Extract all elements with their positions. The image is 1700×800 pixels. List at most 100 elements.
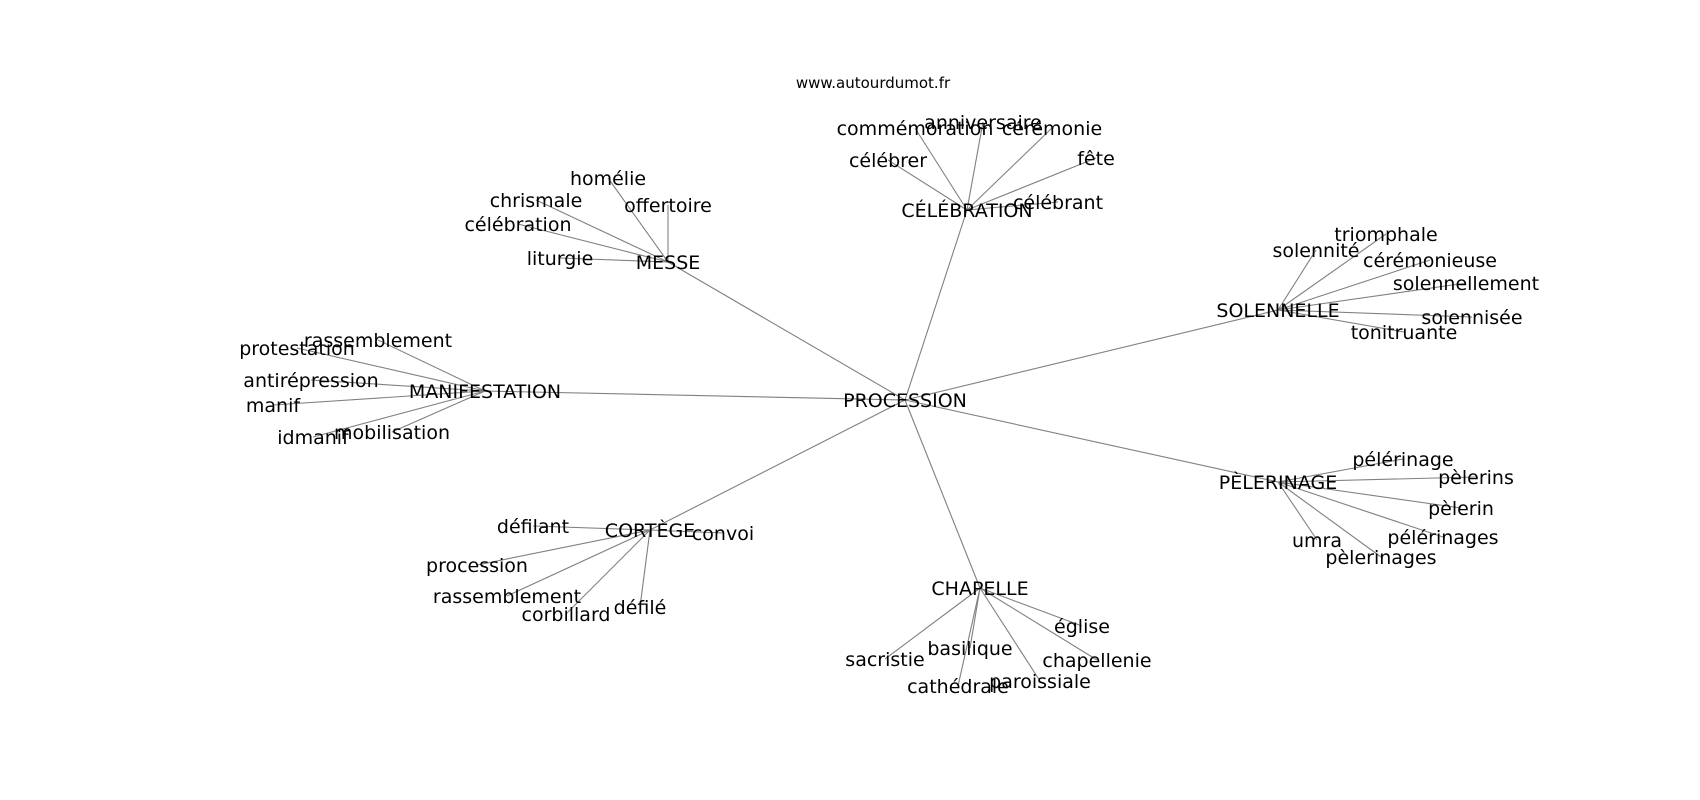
leaf-label-liturgie: liturgie: [527, 248, 594, 270]
edge-messe-chrismale: [535, 199, 669, 263]
center-label: PROCESSION: [843, 390, 967, 412]
edge-cortege-procession: [476, 529, 651, 566]
leaf-label-pelerin: pèlerin: [1428, 498, 1494, 520]
leaf-label-mobilisation: mobilisation: [334, 422, 450, 444]
edge-chapelle-eglise: [979, 587, 1083, 627]
edge-solennelle-ceremonieuse: [1277, 259, 1431, 311]
leaf-label-ceremonie: cérémonie: [1002, 118, 1102, 140]
edge-messe-liturgie: [559, 257, 669, 263]
leaf-label-chrismale: chrismale: [490, 190, 583, 212]
edge-celebration-commemoration: [914, 127, 968, 211]
edge-celebration-fete: [966, 157, 1097, 211]
edge-solennelle-solennellement: [1277, 282, 1467, 311]
edge-manifestation-rassemblement: [377, 339, 486, 392]
leaf-label-pelerinage: pélérinage: [1352, 449, 1453, 471]
edge-pelerinage-umra: [1277, 481, 1318, 541]
leaf-label-solennite: solennité: [1273, 240, 1360, 262]
edge-chapelle-sacristie: [884, 587, 981, 660]
leaf-label-defilant: défilant: [497, 516, 569, 538]
edge-solennelle-tonitruante: [1277, 309, 1405, 333]
leaf-label-solennellement: solennellement: [1393, 273, 1539, 295]
leaf-label-celebration: célébration: [464, 214, 571, 236]
edge-chapelle-chapellenie: [979, 587, 1098, 661]
edge-solennelle-solennite: [1277, 249, 1317, 311]
leaf-label-protestation: protestation: [239, 338, 355, 360]
leaf-label-fete: fête: [1077, 148, 1115, 170]
edge-manifestation-protestation: [296, 347, 486, 392]
edge-cortege-corbillard: [565, 529, 651, 615]
edge-cortege-defilant: [532, 525, 651, 531]
leaf-label-offertoire: offertoire: [624, 195, 712, 217]
edge-cortege-rassemblement: [506, 529, 651, 597]
edge-messe-homelie: [607, 177, 669, 263]
leaf-label-procession: procession: [426, 555, 528, 577]
leaf-label-pelerinages: pèlerinages: [1325, 547, 1436, 569]
leaf-label-triomphale: triomphale: [1334, 224, 1437, 246]
edge-center-pelerinage: [904, 399, 1279, 483]
edge-celebration-celebrant: [966, 201, 1059, 211]
edge-center-celebration: [904, 209, 968, 401]
cluster-label-manifestation: MANIFESTATION: [409, 381, 561, 403]
leaf-label-sacristie: sacristie: [845, 649, 924, 671]
edge-celebration-anniversaire: [966, 121, 984, 211]
edge-manifestation-manif: [272, 390, 486, 406]
edge-solennelle-solennisee: [1277, 309, 1473, 318]
leaf-label-celebrer: célébrer: [849, 150, 927, 172]
leaf-label-corbillard: corbillard: [522, 604, 611, 626]
edge-manifestation-mobilisation: [391, 390, 486, 433]
edge-chapelle-cathedrale: [957, 587, 981, 687]
edge-center-messe: [667, 261, 906, 401]
edge-pelerinage-pelerinage: [1277, 458, 1404, 483]
cluster-label-chapelle: CHAPELLE: [931, 578, 1028, 600]
leaf-label-basilique: basilique: [927, 638, 1012, 660]
leaf-label-antirepression: antirépression: [243, 370, 378, 392]
edge-celebration-ceremonie: [966, 127, 1053, 211]
edge-manifestation-antirepression: [310, 379, 486, 392]
cluster-label-pelerinage: PÈLERINAGE: [1219, 471, 1337, 494]
edge-manifestation-idmanif: [312, 390, 486, 438]
edge-center-chapelle: [904, 399, 981, 589]
leaf-label-tonitruante: tonitruante: [1351, 322, 1458, 344]
leaf-label-convoi: convoi: [692, 523, 754, 545]
leaf-label-commemoration: commémoration: [837, 118, 994, 140]
leaf-label-ceremonieuse: cérémonieuse: [1363, 250, 1497, 272]
edge-celebration-celebrer: [887, 159, 968, 211]
edge-pelerinage-pelerinages: [1277, 481, 1444, 538]
leaf-label-pelerins: pèlerins: [1438, 467, 1514, 489]
edge-chapelle-basilique: [969, 587, 981, 649]
leaf-label-idmanif: idmanif: [277, 427, 350, 449]
edge-pelerinage-pelerin: [1277, 481, 1462, 509]
cluster-label-celebration: CÉLÉBRATION: [901, 199, 1032, 222]
leaf-label-rassemblement: rassemblement: [433, 586, 581, 608]
edge-pelerinage-pelerinages: [1277, 481, 1382, 558]
leaf-label-chapellenie: chapellenie: [1042, 650, 1151, 672]
leaf-label-solennisee: solennisée: [1421, 307, 1522, 329]
cluster-label-solennelle: SOLENNELLE: [1216, 300, 1339, 322]
cluster-label-messe: MESSE: [636, 252, 701, 274]
leaf-label-eglise: église: [1054, 616, 1110, 638]
edge-pelerinage-pelerins: [1277, 476, 1477, 483]
leaf-label-umra: umra: [1292, 530, 1342, 552]
edge-center-solennelle: [904, 309, 1279, 401]
leaf-label-pelerinages: pélérinages: [1387, 527, 1498, 549]
graph-edges: [272, 121, 1477, 687]
edge-center-manifestation: [484, 390, 906, 401]
leaf-label-paroissiale: paroissiale: [989, 671, 1091, 693]
leaf-label-defile: défilé: [614, 597, 667, 619]
leaf-label-anniversaire: anniversaire: [924, 112, 1042, 134]
edge-center-cortege: [649, 399, 906, 531]
edge-chapelle-paroissiale: [979, 587, 1041, 682]
edge-cortege-defile: [639, 529, 651, 608]
watermark: www.autourdumot.fr: [796, 74, 951, 92]
leaf-label-cathedrale: cathédrale: [907, 676, 1009, 698]
leaf-label-homelie: homélie: [570, 168, 646, 190]
edge-solennelle-triomphale: [1277, 233, 1387, 311]
edge-cortege-convoi: [649, 529, 724, 534]
leaf-label-rassemblement: rassemblement: [304, 330, 452, 352]
leaf-label-celebrant: célébrant: [1013, 192, 1103, 214]
edge-messe-celebration: [517, 223, 669, 263]
leaf-label-manif: manif: [246, 395, 301, 417]
cluster-label-cortege: CORTÈGE: [605, 519, 695, 542]
